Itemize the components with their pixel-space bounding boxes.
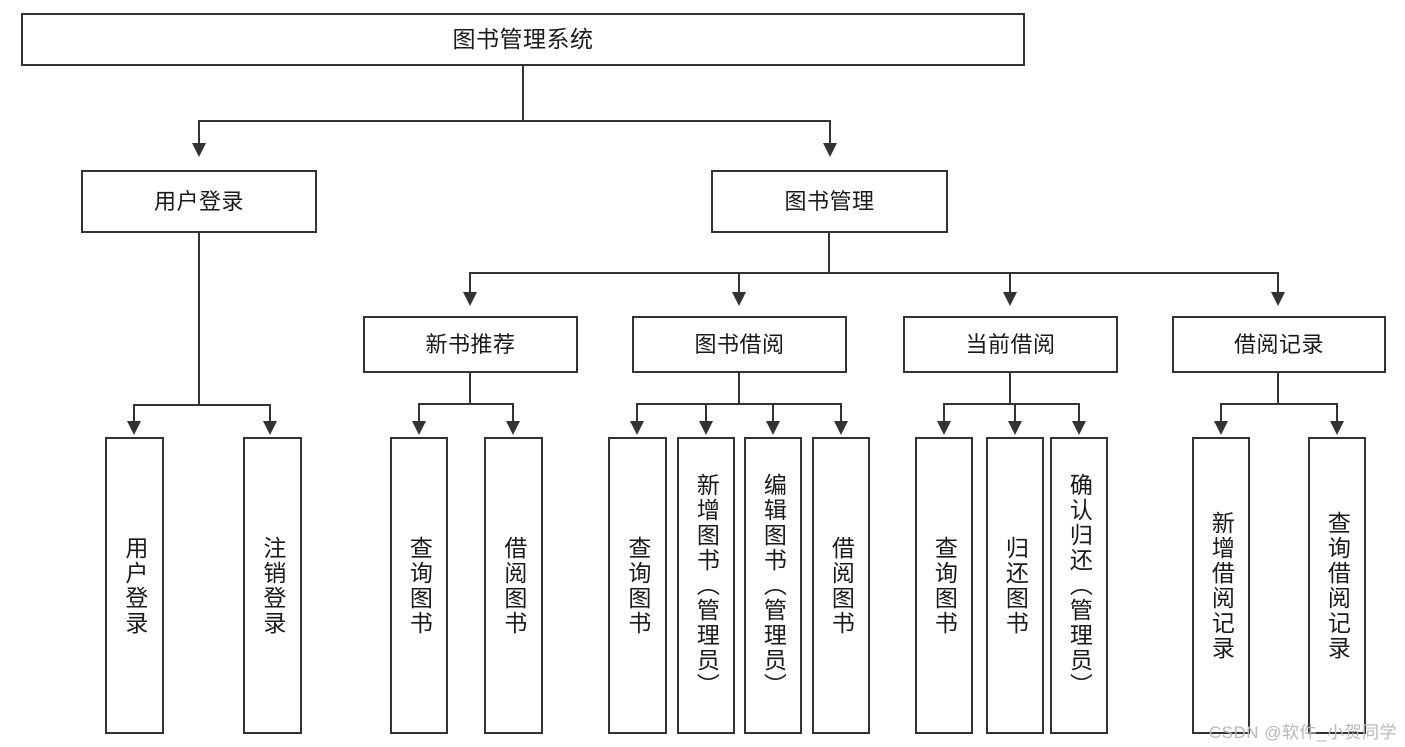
leaf-book-borrow-query-book[interactable]: 查询图书 [608,437,667,734]
node-root-book-management-system[interactable]: 图书管理系统 [21,13,1025,66]
node-label: 用户登录 [121,535,148,636]
arrowhead-user-login-leaf-2 [263,421,277,435]
node-borrow-record[interactable]: 借阅记录 [1172,316,1386,373]
node-book-management[interactable]: 图书管理 [711,170,948,233]
arrowhead-current-borrow-leaf-3 [1072,421,1086,435]
connector-book-borrow-stem [738,373,740,404]
arrowhead-borrow-record-leaf-1 [1214,421,1228,435]
connector-to-borrow-record [1277,272,1279,294]
connector-current-borrow-stem [1009,373,1011,404]
node-current-borrow[interactable]: 当前借阅 [903,316,1118,373]
arrowhead-borrow-record-leaf-2 [1330,421,1344,435]
node-label: 借阅图书 [828,535,855,636]
node-label: 注销登录 [259,535,286,636]
leaf-book-borrow-add-book-admin[interactable]: 新增图书（管理员） [677,437,735,734]
connector-to-current-borrow [1009,272,1011,294]
node-new-book-recommend[interactable]: 新书推荐 [363,316,578,373]
arrowhead-to-book-borrow [732,292,746,306]
connector-book-borrow-l4 [840,403,842,423]
node-label: 新书推荐 [425,331,516,357]
node-label: 借阅图书 [500,535,527,636]
node-user-login[interactable]: 用户登录 [81,170,317,233]
connector-level3-bus [469,272,1279,274]
leaf-current-borrow-confirm-return-admin[interactable]: 确认归还（管理员） [1050,437,1108,734]
leaf-new-book-query-book[interactable]: 查询图书 [390,437,448,734]
connector-new-book-bus [418,403,513,405]
connector-book-management-stem [828,233,830,273]
leaf-borrow-record-add-record[interactable]: 新增借阅记录 [1192,437,1250,734]
connector-new-book-l2 [512,403,514,423]
node-label: 当前借阅 [965,331,1056,357]
arrowhead-user-login-leaf-1 [127,421,141,435]
arrowhead-to-user-login [192,143,206,157]
connector-book-borrow-l2 [705,403,707,423]
node-label: 用户登录 [153,188,244,214]
connector-book-borrow-l1 [636,403,638,423]
arrowhead-new-book-leaf-1 [412,421,426,435]
node-label: 新增图书（管理员） [693,473,720,698]
node-label: 查询图书 [931,535,958,636]
arrowhead-book-borrow-leaf-3 [766,421,780,435]
connector-new-book-l1 [418,403,420,423]
connector-book-borrow-l3 [772,403,774,423]
arrowhead-current-borrow-leaf-2 [1008,421,1022,435]
leaf-user-login-logout[interactable]: 注销登录 [243,437,302,734]
node-label: 查询图书 [406,535,433,636]
node-label: 图书借阅 [694,331,785,357]
connector-root-to-user-login [198,120,200,145]
node-label: 确认归还（管理员） [1066,473,1093,698]
arrowhead-book-borrow-leaf-4 [834,421,848,435]
node-label: 归还图书 [1002,535,1029,636]
arrowhead-to-book-management [823,143,837,157]
connector-root-bus [199,120,831,122]
leaf-current-borrow-query-book[interactable]: 查询图书 [915,437,973,734]
arrowhead-book-borrow-leaf-2 [699,421,713,435]
connector-to-book-borrow [738,272,740,294]
connector-user-login-left [133,404,135,423]
connector-root-stem [522,66,524,121]
leaf-book-borrow-borrow-book[interactable]: 借阅图书 [812,437,870,734]
leaf-user-login-login[interactable]: 用户登录 [105,437,164,734]
arrowhead-to-current-borrow [1003,292,1017,306]
leaf-current-borrow-return-book[interactable]: 归还图书 [986,437,1044,734]
arrowhead-to-borrow-record [1271,292,1285,306]
connector-user-login-stem [198,233,200,405]
arrowhead-new-book-leaf-2 [506,421,520,435]
connector-to-new-book [469,272,471,294]
connector-borrow-record-stem [1277,373,1279,404]
node-label: 查询图书 [624,535,651,636]
node-label: 图书管理 [784,188,875,214]
connector-new-book-stem [469,373,471,404]
node-label: 编辑图书（管理员） [760,473,787,698]
connector-borrow-record-l1 [1220,403,1222,423]
connector-root-to-book-management [829,120,831,145]
connector-current-borrow-l3 [1078,403,1080,423]
connector-user-login-bus [133,404,270,406]
connector-book-borrow-bus [636,403,842,405]
node-book-borrow[interactable]: 图书借阅 [632,316,847,373]
connector-current-borrow-l2 [1014,403,1016,423]
leaf-borrow-record-query-record[interactable]: 查询借阅记录 [1308,437,1366,734]
connector-current-borrow-bus [943,403,1080,405]
node-label: 查询借阅记录 [1324,510,1351,661]
arrowhead-to-new-book [463,292,477,306]
node-label: 图书管理系统 [452,25,594,52]
node-label: 新增借阅记录 [1208,510,1235,661]
arrowhead-current-borrow-leaf-1 [937,421,951,435]
connector-borrow-record-l2 [1336,403,1338,423]
connector-current-borrow-l1 [943,403,945,423]
node-label: 借阅记录 [1233,331,1324,357]
csdn-watermark: CSDN @软件_小贺同学 [1208,723,1397,742]
leaf-book-borrow-edit-book-admin[interactable]: 编辑图书（管理员） [744,437,802,734]
arrowhead-book-borrow-leaf-1 [630,421,644,435]
connector-borrow-record-bus [1220,403,1337,405]
connector-user-login-right [269,404,271,423]
leaf-new-book-borrow-book[interactable]: 借阅图书 [484,437,543,734]
